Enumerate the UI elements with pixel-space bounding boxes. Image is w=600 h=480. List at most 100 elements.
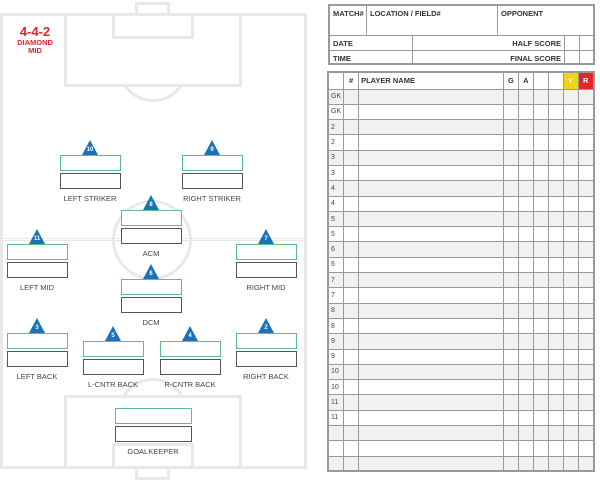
player-number-box[interactable] [114, 408, 192, 424]
stat-cell[interactable] [532, 287, 549, 304]
stat-cell[interactable] [517, 409, 534, 427]
stat-cell[interactable] [517, 149, 534, 166]
stat-cell[interactable] [532, 379, 549, 396]
player-name-cell[interactable] [358, 88, 504, 105]
stat-cell[interactable] [532, 226, 549, 243]
player-name-box[interactable] [159, 359, 221, 375]
stat-cell[interactable] [547, 210, 564, 228]
stat-cell[interactable] [547, 149, 564, 166]
stat-cell[interactable] [532, 440, 549, 457]
half-score-away[interactable] [580, 36, 593, 51]
stat-cell[interactable] [532, 241, 549, 258]
stat-cell[interactable] [502, 363, 519, 381]
stat-cell[interactable] [562, 379, 579, 396]
player-name-cell[interactable] [358, 164, 504, 182]
stat-cell[interactable] [532, 195, 549, 212]
player-name-cell[interactable] [358, 348, 504, 365]
player-name-box[interactable] [6, 262, 68, 278]
player-number-box[interactable] [120, 279, 182, 295]
stat-cell[interactable] [547, 455, 564, 472]
player-name-cell[interactable] [358, 440, 504, 457]
player-number-box[interactable] [6, 333, 68, 349]
stat-cell[interactable] [502, 210, 519, 228]
stat-cell[interactable] [547, 440, 564, 457]
player-name-cell[interactable] [358, 317, 504, 335]
stat-cell[interactable] [517, 348, 534, 365]
stat-cell[interactable] [502, 455, 519, 472]
stat-cell[interactable] [532, 210, 549, 228]
jersey-number-cell[interactable] [343, 103, 360, 121]
stat-cell[interactable] [577, 241, 595, 258]
stat-cell[interactable] [547, 348, 564, 365]
stat-cell[interactable] [547, 302, 564, 319]
stat-cell[interactable] [547, 379, 564, 396]
stat-cell[interactable] [577, 272, 595, 289]
player-name-cell[interactable] [358, 103, 504, 121]
player-name-cell[interactable] [358, 333, 504, 350]
stat-cell[interactable] [547, 333, 564, 350]
jersey-number-cell[interactable] [343, 455, 360, 472]
jersey-number-cell[interactable] [343, 440, 360, 457]
player-number-box[interactable] [6, 244, 68, 260]
stat-cell[interactable] [517, 272, 534, 289]
jersey-number-cell[interactable] [343, 348, 360, 365]
jersey-number-cell[interactable] [343, 302, 360, 319]
stat-cell[interactable] [502, 348, 519, 365]
player-number-box[interactable] [59, 155, 121, 171]
stat-cell[interactable] [502, 425, 519, 442]
stat-cell[interactable] [562, 287, 579, 304]
jersey-number-cell[interactable] [343, 195, 360, 212]
stat-cell[interactable] [502, 88, 519, 105]
jersey-number-cell[interactable] [343, 119, 360, 136]
player-number-box[interactable] [120, 210, 182, 226]
stat-cell[interactable] [517, 302, 534, 319]
stat-cell[interactable] [562, 317, 579, 335]
stat-cell[interactable] [577, 455, 595, 472]
location-field[interactable]: LOCATION / FIELD# [367, 6, 498, 36]
stat-cell[interactable] [532, 317, 549, 335]
stat-cell[interactable] [517, 119, 534, 136]
stat-cell[interactable] [577, 210, 595, 228]
stat-cell[interactable] [517, 379, 534, 396]
player-name-cell[interactable] [358, 256, 504, 274]
stat-cell[interactable] [517, 455, 534, 472]
stat-cell[interactable] [562, 180, 579, 197]
stat-cell[interactable] [547, 425, 564, 442]
stat-cell[interactable] [517, 210, 534, 228]
player-name-box[interactable] [82, 359, 144, 375]
player-number-box[interactable] [235, 244, 297, 260]
stat-cell[interactable] [547, 256, 564, 274]
stat-cell[interactable] [562, 88, 579, 105]
jersey-number-cell[interactable] [343, 409, 360, 427]
stat-cell[interactable] [532, 394, 549, 411]
player-number-box[interactable] [235, 333, 297, 349]
stat-cell[interactable] [577, 333, 595, 350]
stat-cell[interactable] [517, 164, 534, 182]
player-name-box[interactable] [120, 297, 182, 313]
stat-cell[interactable] [502, 134, 519, 151]
player-name-cell[interactable] [358, 363, 504, 381]
stat-cell[interactable] [562, 455, 579, 472]
player-name-cell[interactable] [358, 287, 504, 304]
player-name-cell[interactable] [358, 394, 504, 411]
jersey-number-cell[interactable] [343, 287, 360, 304]
stat-cell[interactable] [562, 210, 579, 228]
stat-cell[interactable] [532, 348, 549, 365]
stat-cell[interactable] [517, 256, 534, 274]
stat-cell[interactable] [502, 241, 519, 258]
stat-cell[interactable] [547, 287, 564, 304]
stat-cell[interactable] [562, 103, 579, 121]
stat-cell[interactable] [562, 272, 579, 289]
stat-cell[interactable] [547, 272, 564, 289]
player-name-cell[interactable] [358, 149, 504, 166]
stat-cell[interactable] [547, 363, 564, 381]
jersey-number-cell[interactable] [343, 88, 360, 105]
stat-cell[interactable] [547, 226, 564, 243]
stat-cell[interactable] [577, 394, 595, 411]
jersey-number-cell[interactable] [343, 317, 360, 335]
stat-cell[interactable] [577, 363, 595, 381]
stat-cell[interactable] [502, 287, 519, 304]
jersey-number-cell[interactable] [343, 425, 360, 442]
jersey-number-cell[interactable] [343, 226, 360, 243]
stat-cell[interactable] [577, 88, 595, 105]
